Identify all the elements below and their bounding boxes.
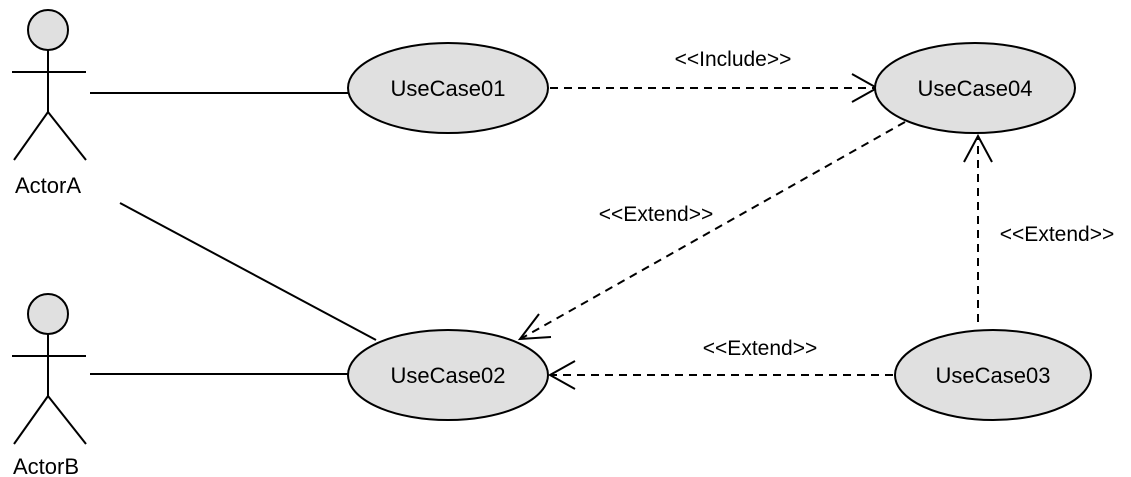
relationship-include-uc01-uc04 <box>550 73 880 103</box>
use-case-ellipse <box>894 329 1092 421</box>
extend-line <box>521 121 906 339</box>
actor-label: ActorB <box>13 454 79 477</box>
open-arrowhead <box>547 360 576 390</box>
stick-figure-icon <box>12 293 87 445</box>
association-actora-usecase02 <box>119 202 377 341</box>
use-case-01[interactable]: UseCase01 <box>347 42 549 134</box>
extend-label-uc03-uc04: <<Extend>> <box>1000 223 1114 246</box>
use-case-label: UseCase02 <box>391 363 506 388</box>
extend-label-uc04-uc02: <<Extend>> <box>599 203 713 226</box>
use-case-ellipse <box>874 42 1076 134</box>
use-case-label: UseCase04 <box>918 76 1033 101</box>
extend-label-uc03-uc02: <<Extend>> <box>703 337 817 360</box>
actor-a[interactable]: ActorA <box>12 9 87 198</box>
use-case-04[interactable]: UseCase04 <box>874 42 1076 134</box>
relationship-extend-uc04-uc02 <box>517 121 906 341</box>
use-case-ellipse <box>347 42 549 134</box>
use-case-03[interactable]: UseCase03 <box>894 329 1092 421</box>
open-arrowhead <box>517 313 552 341</box>
use-case-02[interactable]: UseCase02 <box>347 329 549 421</box>
relationship-extend-uc03-uc02 <box>547 360 893 390</box>
actor-label: ActorA <box>15 173 81 198</box>
relationship-extend-uc03-uc04 <box>963 133 993 322</box>
open-arrowhead <box>963 133 993 163</box>
actor-b[interactable]: ActorB <box>12 293 87 477</box>
use-case-label: UseCase01 <box>391 76 506 101</box>
stick-figure-icon <box>12 9 87 161</box>
include-label: <<Include>> <box>675 48 792 71</box>
use-case-ellipse <box>347 329 549 421</box>
use-case-label: UseCase03 <box>936 363 1051 388</box>
